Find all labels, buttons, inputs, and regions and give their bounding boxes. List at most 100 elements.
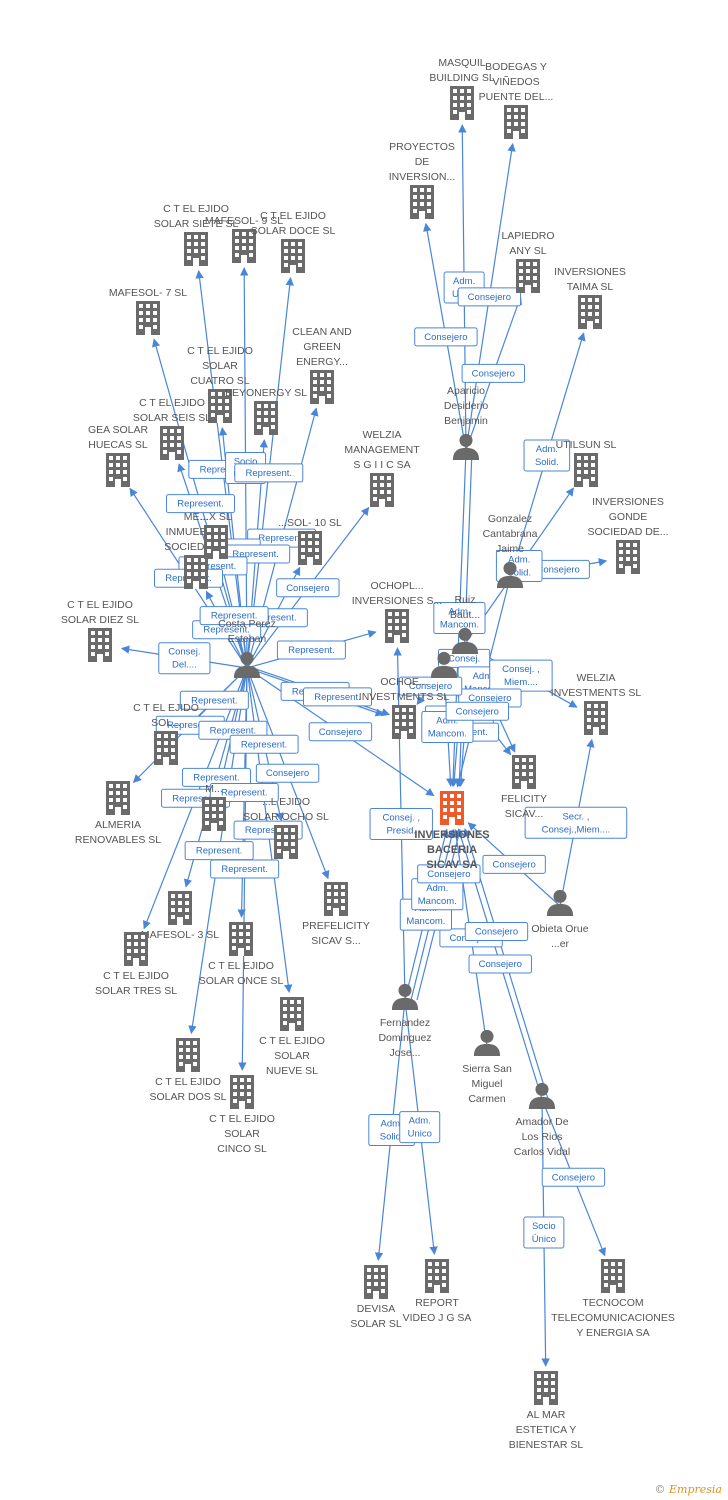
node-label: MAFESOL- 7 SL	[109, 287, 187, 299]
node-label: MAFESOL- 3 SL	[141, 929, 219, 941]
edge-label[interactable]: Represent.	[276, 640, 346, 660]
edge-label[interactable]: Represent.	[165, 494, 235, 514]
edge-label[interactable]: Adm.Solid.	[523, 439, 571, 472]
edge-label[interactable]: Secr. ,Consej.,Miem....	[524, 806, 628, 839]
company-node-cleanand[interactable]: CLEAN ANDGREENENERGY...	[292, 326, 352, 404]
edge-label[interactable]: Represent.	[302, 687, 372, 707]
edge-label-text: Solid.	[380, 1132, 404, 1143]
person-node-obieta[interactable]: Obieta Orue...er	[531, 889, 589, 950]
edge-label[interactable]: Represent.	[179, 690, 249, 710]
company-node-mafesol3[interactable]: MAFESOL- 3 SL	[141, 891, 219, 941]
edge-label[interactable]: Consejero	[457, 287, 522, 307]
edge-label[interactable]: Consejero	[541, 1167, 606, 1187]
node-label: INVERSIONES	[554, 266, 626, 278]
edge-label[interactable]: Consejero	[464, 922, 529, 942]
company-node-mafesol7[interactable]: MAFESOL- 7 SL	[109, 287, 187, 335]
node-label: C T EL EJIDO	[209, 1113, 275, 1125]
edge-label[interactable]: Consejero	[461, 363, 526, 383]
edge-label[interactable]: Adm.Solid.	[495, 550, 543, 583]
building-icon	[176, 1038, 200, 1072]
edge-label[interactable]: Represent.	[234, 463, 304, 483]
edge-label-text: Adm.	[409, 1116, 431, 1127]
edge-label[interactable]: Consejero	[482, 854, 546, 874]
company-node-msl[interactable]: M...	[202, 783, 226, 831]
node-label: OCHOPL...	[370, 580, 423, 592]
edge-label[interactable]: Consejero	[308, 722, 373, 742]
company-node-ctsolx[interactable]: C T EL EJIDOSOL...	[133, 702, 199, 765]
edge-label[interactable]: Consejero	[398, 676, 463, 696]
edge-label[interactable]: Adm.Mancom.	[411, 878, 464, 911]
node-label: MAFESOL- 9 SL	[205, 215, 283, 227]
edge-label-text: Consejero	[468, 693, 511, 704]
edge-label[interactable]: Consejero	[255, 763, 320, 783]
company-node-ochoe[interactable]: OCHOE...INVESTMENTS SL	[359, 676, 450, 739]
company-node-proyectos[interactable]: PROYECTOSDEINVERSION...	[389, 141, 456, 219]
edge-label[interactable]: Consej.Del....	[158, 642, 211, 675]
edge-label[interactable]: Consejero	[445, 701, 509, 721]
edge-label[interactable]: Represent.	[199, 606, 269, 626]
edge-label[interactable]: Consejero	[468, 954, 532, 974]
company-node-mafesol10[interactable]: ...SOL- 10 SL	[278, 517, 342, 565]
company-node-beyonergy[interactable]: BEYONERGY SL	[225, 387, 307, 435]
node-label: ME...	[184, 511, 209, 523]
edge-label[interactable]: Represent.	[184, 841, 254, 861]
edge-label[interactable]: Represent.	[229, 734, 299, 754]
person-node-ruiz[interactable]: RuizBaut...	[450, 594, 480, 654]
person-node-fernandez[interactable]: FernandezDominguezJose...	[378, 983, 432, 1059]
node-label: RENOVABLES SL	[75, 834, 161, 846]
node-label: Carmen	[468, 1093, 506, 1105]
node-label: Miguel	[472, 1078, 503, 1090]
company-node-xsl[interactable]: ...X SL	[200, 511, 232, 559]
building-icon	[616, 540, 640, 574]
company-node-felicity[interactable]: FELICITYSICAV...	[501, 755, 547, 820]
edge-label[interactable]: Represent.	[209, 783, 279, 803]
edge-label[interactable]: Consej. ,Miem....	[489, 659, 553, 692]
edge-label[interactable]: Consej. ,Presid.	[369, 807, 433, 840]
company-node-mafesol9[interactable]: MAFESOL- 9 SL	[205, 215, 283, 263]
edge-label[interactable]: Adm.Unico	[399, 1111, 441, 1144]
building-icon	[106, 781, 130, 815]
edge-label-text: Represent.	[191, 695, 237, 706]
edge-label[interactable]: Represent.	[181, 767, 251, 787]
edge-label[interactable]: Consejero	[417, 864, 481, 884]
company-node-utilsun[interactable]: UTILSUN SL	[556, 439, 617, 487]
edge-label[interactable]: Represent.	[210, 859, 280, 879]
company-node-ochopl[interactable]: OCHOPL...INVERSIONES S...	[352, 580, 442, 643]
empresia-credit[interactable]: © Empresia	[655, 1483, 723, 1496]
node-label: CLEAN AND	[292, 326, 352, 338]
edge-label[interactable]: Consejero	[414, 327, 478, 347]
edge-label[interactable]: Consejero	[276, 578, 340, 598]
